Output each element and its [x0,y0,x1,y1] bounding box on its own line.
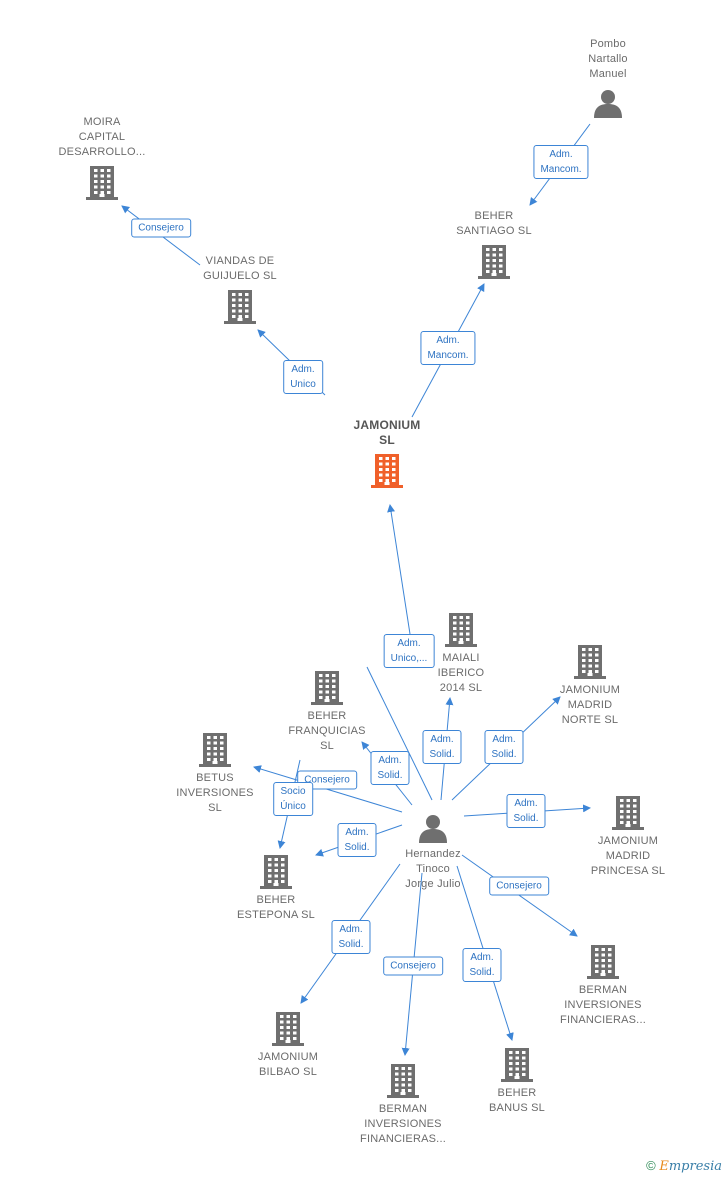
edge-line [366,666,433,801]
node-label[interactable]: JAMONIUM MADRID NORTE SL [559,684,621,726]
edges-layer [121,123,591,1056]
copyright-credit[interactable]: © Empresia [646,1158,722,1174]
node-label[interactable]: BETUS INVERSIONES SL [176,772,254,814]
company-node[interactable] [445,613,477,652]
edge-line [253,765,403,813]
edge-label[interactable]: Adm. Solid. [506,794,546,828]
company-node[interactable] [311,671,343,710]
node-label[interactable]: MOIRA CAPITAL DESARROLLO... [58,116,146,158]
edge-label[interactable]: Adm. Solid. [422,730,462,764]
company-node[interactable] [587,945,619,984]
person-icon [594,90,622,118]
edge-label[interactable]: Consejero [383,956,443,976]
company-node[interactable] [371,454,403,493]
copyright-symbol: © [646,1158,656,1173]
node-label[interactable]: Pombo Nartallo Manuel [588,38,628,80]
building-icon [371,454,403,488]
person-node[interactable] [593,88,623,123]
edge-label[interactable]: Adm. Mancom. [420,331,476,365]
building-icon [311,671,343,705]
company-node[interactable] [612,796,644,835]
building-icon [478,245,510,279]
node-label[interactable]: JAMONIUM BILBAO SL [257,1051,319,1078]
company-node[interactable] [387,1064,419,1103]
edge-label[interactable]: Adm. Unico [283,360,323,394]
company-node[interactable] [199,733,231,772]
edge-line [461,854,578,937]
node-label[interactable]: MAIALI IBERICO 2014 SL [437,652,485,694]
company-node[interactable] [260,855,292,894]
edge-label[interactable]: Adm. Solid. [484,730,524,764]
building-icon [199,733,231,767]
node-label[interactable]: Hernandez Tinoco Jorge Julio [405,848,461,890]
edge-label[interactable]: Adm. Solid. [462,948,502,982]
person-node[interactable] [418,813,448,848]
edge-label[interactable]: Adm. Solid. [370,751,410,785]
building-icon [587,945,619,979]
company-node[interactable] [224,290,256,329]
node-label[interactable]: BERMAN INVERSIONES FINANCIERAS... [560,984,646,1026]
building-icon [445,613,477,647]
edge-label[interactable]: Socio Único [273,782,313,816]
edge-label[interactable]: Adm. Solid. [337,823,377,857]
node-label[interactable]: BEHER SANTIAGO SL [456,210,532,237]
node-label[interactable]: JAMONIUM MADRID PRINCESA SL [590,835,666,877]
node-label[interactable]: BEHER BANUS SL [488,1087,546,1114]
company-node[interactable] [574,645,606,684]
building-icon [612,796,644,830]
brand-logo: Empresia [659,1159,722,1174]
building-icon [574,645,606,679]
node-label[interactable]: BERMAN INVERSIONES FINANCIERAS... [360,1103,446,1145]
edge-line [387,504,411,635]
company-node[interactable] [501,1048,533,1087]
edge-label[interactable]: Consejero [131,218,191,238]
node-label[interactable]: JAMONIUM SL [353,418,421,447]
edge-label[interactable]: Adm. Mancom. [533,145,589,179]
node-label[interactable]: VIANDAS DE GUIJUELO SL [203,255,277,282]
building-icon [260,855,292,889]
edge-label[interactable]: Adm. Unico,... [383,634,435,668]
person-icon [419,815,447,843]
building-icon [272,1012,304,1046]
company-node[interactable] [272,1012,304,1051]
building-icon [387,1064,419,1098]
node-label[interactable]: BEHER FRANQUICIAS SL [288,710,366,752]
company-node[interactable] [86,166,118,205]
node-label[interactable]: BEHER ESTEPONA SL [236,894,316,921]
building-icon [86,166,118,200]
building-icon [501,1048,533,1082]
edge-label[interactable]: Adm. Solid. [331,920,371,954]
building-icon [224,290,256,324]
edge-label[interactable]: Consejero [489,876,549,896]
company-node[interactable] [478,245,510,284]
